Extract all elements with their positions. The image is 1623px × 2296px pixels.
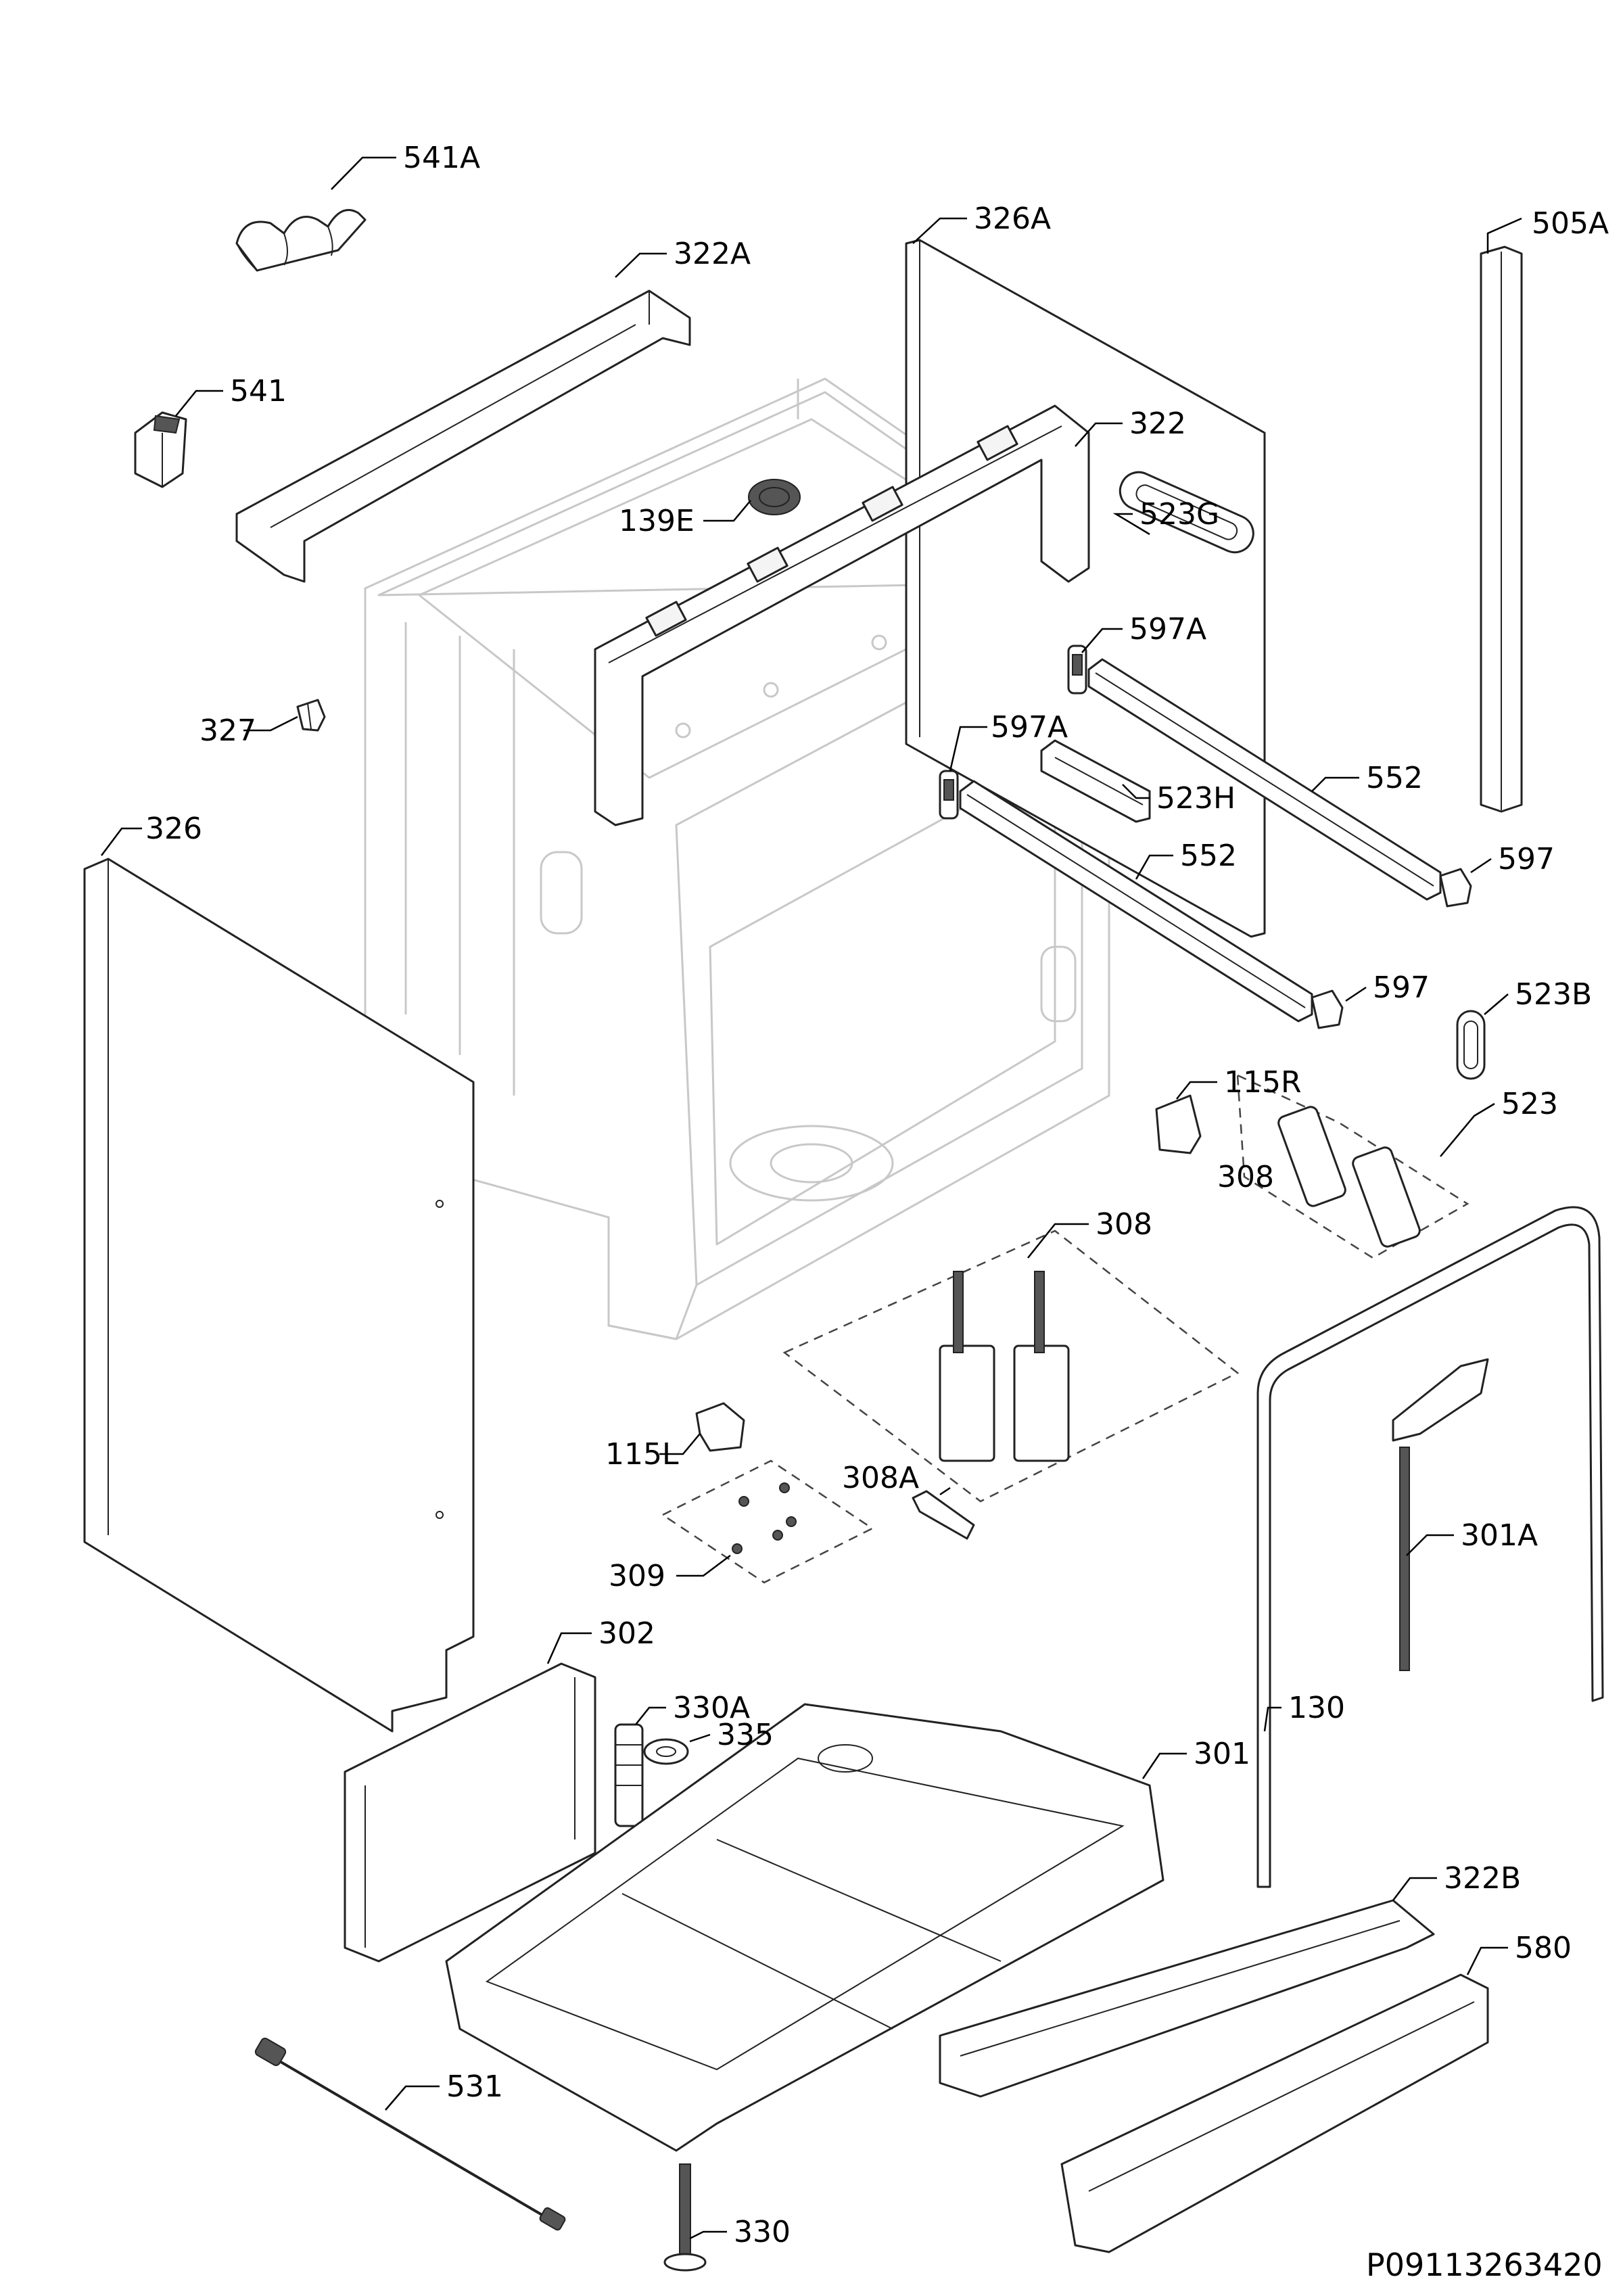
label-308A: 308A (842, 1461, 919, 1495)
leader-lines (101, 156, 1522, 2240)
label-322A: 322A (674, 237, 751, 271)
label-130: 130 (1288, 1691, 1345, 1725)
part-552-lower-rail (959, 780, 1313, 1023)
part-523H-bracket (1040, 739, 1151, 823)
part-326-left-side-panel (83, 858, 475, 1733)
part-597A-upper-clip (1067, 645, 1087, 695)
label-523B: 523B (1515, 977, 1592, 1012)
part-327-knob (296, 699, 326, 732)
label-552-lower: 552 (1180, 839, 1237, 873)
part-523B-ring (1456, 1010, 1486, 1080)
label-308-upper: 308 (1217, 1160, 1274, 1194)
part-130-door-seal (1256, 1206, 1604, 1888)
label-597A-lower: 597A (991, 710, 1068, 745)
part-552-upper-rail (1087, 658, 1442, 901)
label-523G: 523G (1139, 497, 1219, 532)
label-523: 523 (1501, 1087, 1558, 1121)
part-308-lower-group (782, 1229, 1240, 1503)
label-580: 580 (1515, 1931, 1572, 1965)
label-541: 541 (230, 374, 287, 408)
part-309-screws-group (661, 1459, 874, 1584)
label-139E: 139E (619, 504, 695, 538)
label-115L: 115L (605, 1437, 679, 1472)
part-330A-adjust-foot (614, 1723, 644, 1827)
label-541A: 541A (403, 141, 480, 175)
label-597-upper: 597 (1498, 842, 1555, 876)
label-302: 302 (598, 1616, 655, 1651)
part-541-clip (134, 411, 187, 488)
part-505A-seal-strip (1480, 245, 1523, 813)
part-115R-hinge-cover (1155, 1094, 1202, 1154)
part-139E-cover (748, 479, 801, 515)
label-552-upper: 552 (1366, 761, 1423, 795)
part-301-base-tray (445, 1703, 1165, 2152)
part-301A-rod (1392, 1358, 1489, 1671)
label-597A-upper: 597A (1129, 612, 1206, 647)
label-330: 330 (734, 2215, 791, 2249)
part-597A-lower-clip (939, 770, 959, 820)
label-330A: 330A (673, 1691, 750, 1725)
part-523G-cover (1119, 471, 1254, 554)
part-531-cable (254, 2038, 566, 2231)
part-580-front-rail (1060, 1973, 1489, 2253)
label-326: 326 (145, 812, 202, 846)
part-541A-hose-clip (235, 209, 367, 272)
label-322B: 322B (1444, 1861, 1521, 1896)
label-308-lower: 308 (1096, 1207, 1152, 1242)
label-327: 327 (199, 713, 256, 748)
label-301A: 301A (1461, 1518, 1538, 1553)
part-597-lower-endcap (1311, 989, 1344, 1029)
label-531: 531 (446, 2069, 503, 2104)
drawing-code: P09113263420 (1366, 2247, 1603, 2283)
label-309: 309 (609, 1559, 665, 1593)
part-322A-top-bracket (235, 289, 691, 583)
part-308A-lever (912, 1490, 975, 1540)
label-322: 322 (1129, 406, 1186, 441)
part-322-upper-frame (594, 404, 1090, 826)
label-505A: 505A (1532, 206, 1609, 241)
label-115R: 115R (1224, 1065, 1302, 1100)
label-597-lower: 597 (1373, 970, 1430, 1005)
part-326A-right-side-panel (905, 239, 1266, 938)
part-labels: 541A 322A 326A 505A 541 322 523G 139E 59… (145, 141, 1609, 2249)
label-301: 301 (1194, 1737, 1250, 1771)
label-335: 335 (717, 1718, 774, 1752)
label-326A: 326A (974, 202, 1051, 236)
part-115L-hinge-cover (695, 1402, 745, 1452)
part-330-foot (663, 2163, 707, 2272)
part-302-base-side-panel (344, 1662, 596, 1963)
part-597-upper-endcap (1439, 868, 1472, 908)
part-308-upper-group (1236, 1073, 1469, 1259)
part-335-washer (643, 1738, 689, 1765)
label-523H: 523H (1156, 781, 1236, 816)
